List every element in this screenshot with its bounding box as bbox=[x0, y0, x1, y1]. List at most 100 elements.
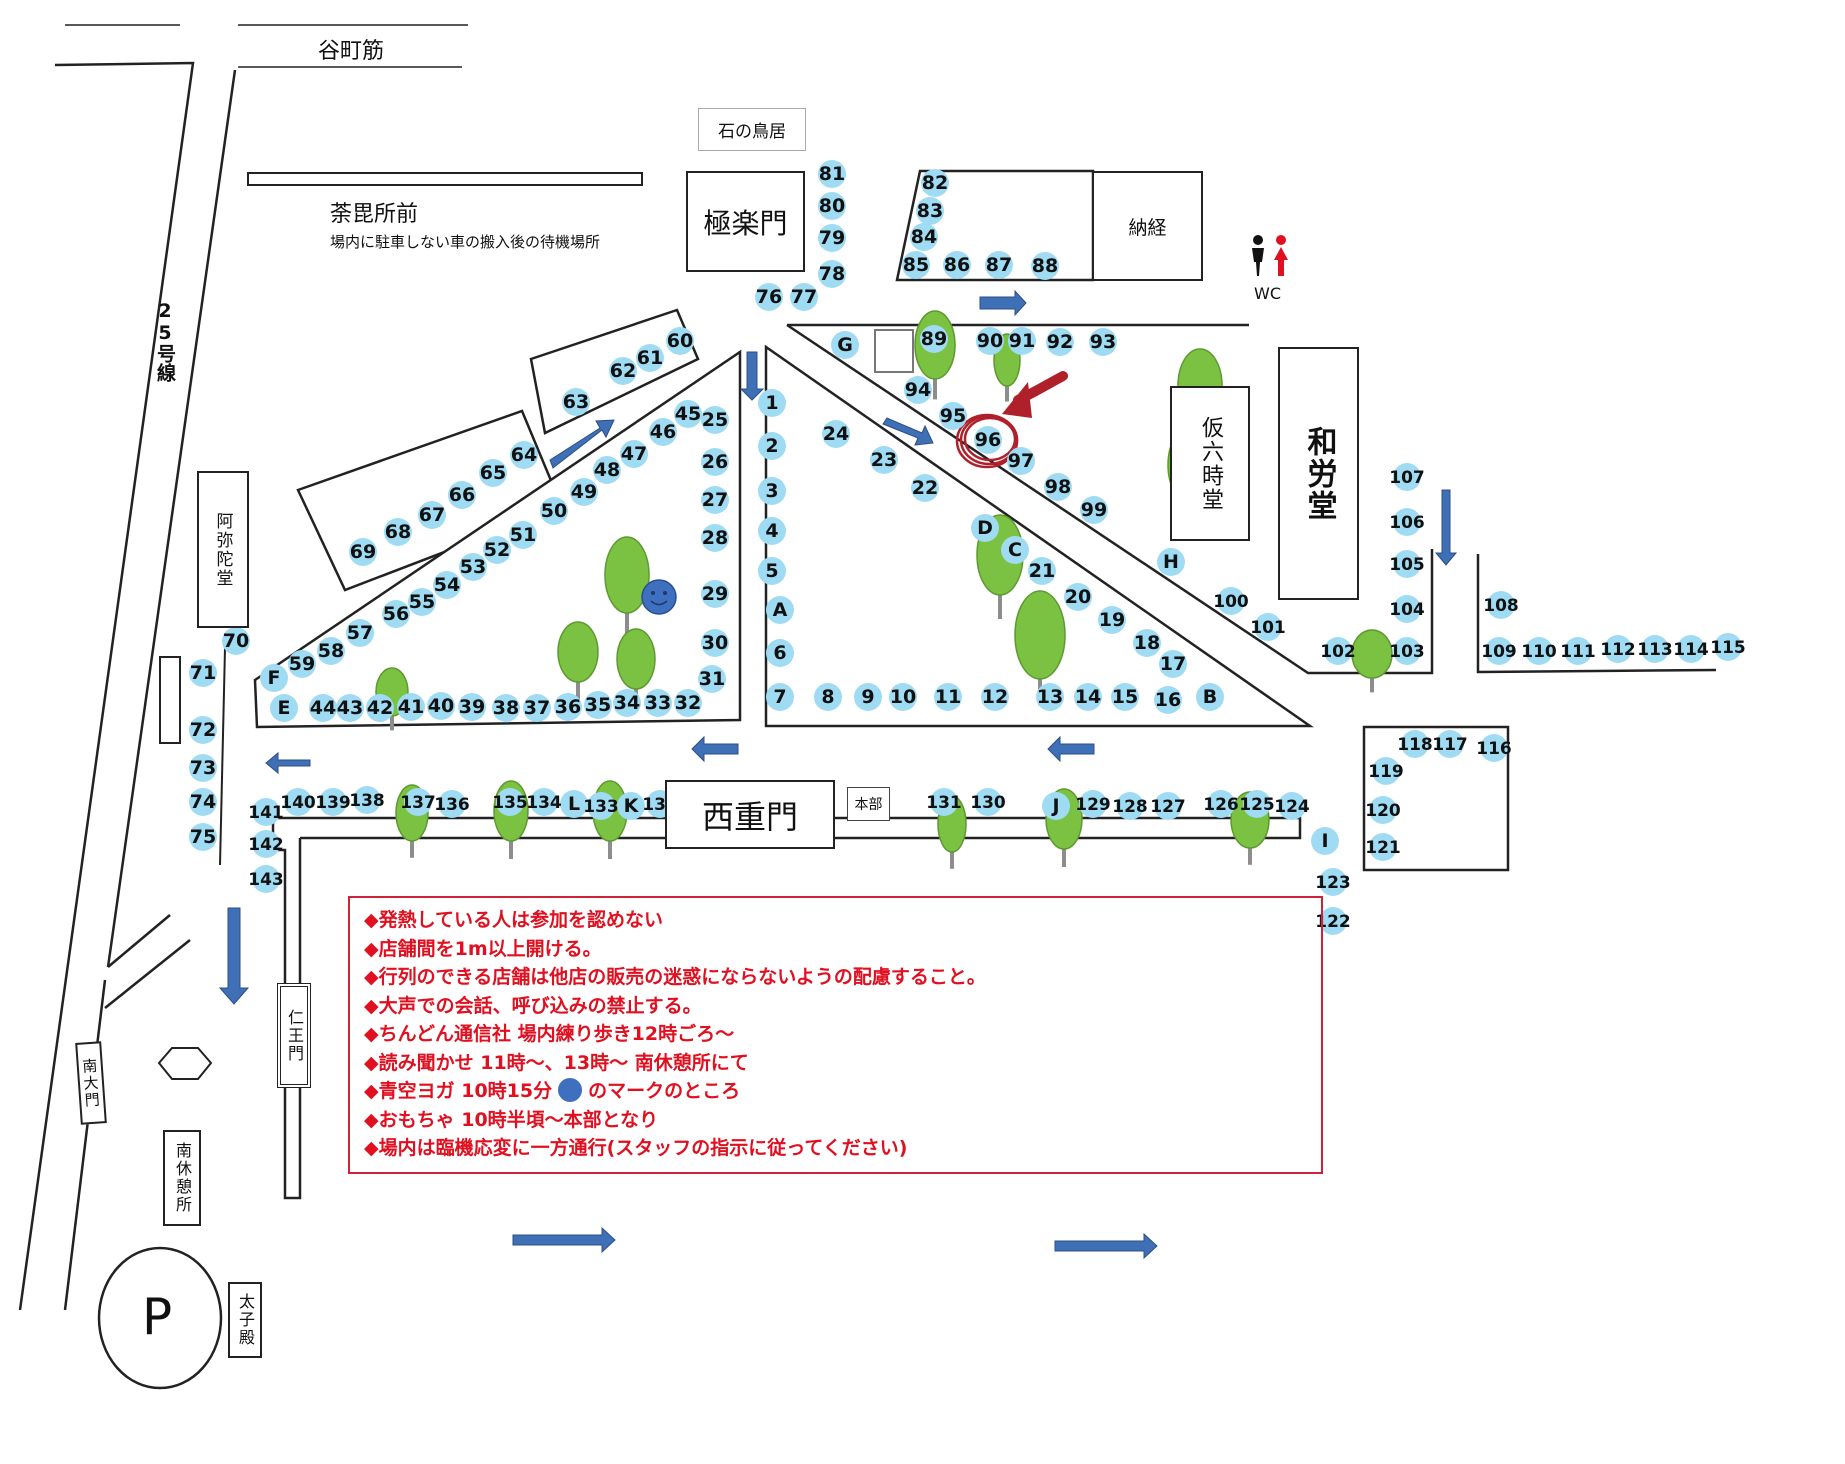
stall-27: 27 bbox=[701, 486, 729, 514]
waroudo-label: 和労堂 bbox=[1301, 425, 1337, 522]
stall-number: 22 bbox=[912, 477, 938, 499]
stall-circle bbox=[317, 637, 345, 665]
stall-5: 5 bbox=[758, 557, 786, 585]
stall-circle bbox=[1393, 550, 1421, 578]
stall-number: A bbox=[773, 599, 788, 621]
stall-137: 137 bbox=[400, 788, 436, 816]
stall-number: 64 bbox=[511, 444, 537, 466]
notice-box: ◆発熱している人は参加を認めない ◆店舗間を1m以上開ける。 ◆行列のできる店舗… bbox=[348, 896, 1323, 1174]
stall-number: 89 bbox=[921, 328, 947, 350]
stall-number: D bbox=[977, 517, 993, 539]
stall-circle bbox=[492, 694, 520, 722]
stall-circle bbox=[459, 553, 487, 581]
stall-107: 107 bbox=[1389, 463, 1425, 491]
stall-59: 59 bbox=[288, 650, 316, 678]
stall-number: 109 bbox=[1481, 642, 1517, 662]
stall-number: 110 bbox=[1521, 642, 1557, 662]
stall-circle bbox=[790, 283, 818, 311]
stall-number: 106 bbox=[1389, 513, 1425, 533]
stall-circle bbox=[766, 596, 794, 624]
dabisho-bar bbox=[247, 172, 643, 186]
stall-1: 1 bbox=[758, 389, 786, 417]
stall-circle bbox=[701, 580, 729, 608]
stall-12: 12 bbox=[981, 683, 1009, 711]
stall-circle bbox=[1319, 907, 1347, 935]
stall-number: 142 bbox=[248, 835, 284, 855]
stall-44: 44 bbox=[309, 694, 337, 722]
stall-circle bbox=[910, 223, 938, 251]
stall-circle bbox=[644, 689, 672, 717]
nokyo-box: 納経 bbox=[1092, 171, 1203, 281]
stall-number: 62 bbox=[610, 360, 636, 382]
stall-65: 65 bbox=[479, 459, 507, 487]
taishiden-label: 太子殿 bbox=[236, 1293, 255, 1347]
stall-60: 60 bbox=[666, 327, 694, 355]
stall-number: 143 bbox=[248, 870, 284, 890]
parking-label: P bbox=[142, 1288, 173, 1346]
stall-number: 76 bbox=[756, 286, 782, 308]
stall-circle bbox=[584, 691, 612, 719]
stall-number: 69 bbox=[350, 541, 376, 563]
stall-circle bbox=[701, 448, 729, 476]
notice-yoga-text: ◆青空ヨガ 10時15分 bbox=[364, 1080, 553, 1102]
stall-circle bbox=[1243, 790, 1271, 818]
stall-20: 20 bbox=[1064, 583, 1092, 611]
stall-number: 21 bbox=[1029, 560, 1055, 582]
stall-number: 95 bbox=[940, 405, 966, 427]
stall-circle bbox=[1133, 629, 1161, 657]
tanimachi-label: 谷町筋 bbox=[318, 39, 385, 64]
stall-E: E bbox=[270, 694, 298, 722]
stall-number: 33 bbox=[645, 692, 671, 714]
stall-number: 23 bbox=[871, 449, 897, 471]
stall-96: 96 bbox=[974, 426, 1002, 454]
stall-108: 108 bbox=[1483, 591, 1519, 619]
stall-21: 21 bbox=[1028, 557, 1056, 585]
stall-circle bbox=[523, 694, 551, 722]
stall-number: H bbox=[1163, 551, 1179, 573]
stall-139: 139 bbox=[315, 788, 351, 816]
stall-circle bbox=[418, 501, 446, 529]
stall-83: 83 bbox=[916, 197, 944, 225]
amidado-label: 阿弥陀堂 bbox=[212, 511, 233, 588]
stall-circle bbox=[560, 790, 588, 818]
route25-label: 25号線 bbox=[154, 300, 176, 382]
stall-number: 135 bbox=[492, 793, 528, 813]
stall-87: 87 bbox=[985, 251, 1013, 279]
stall-circle bbox=[1031, 252, 1059, 280]
stall-number: 81 bbox=[819, 163, 845, 185]
stall-circle bbox=[1154, 686, 1182, 714]
stall-circle bbox=[1319, 868, 1347, 896]
notice-line: ◆場内は臨機応変に一方通行(スタッフの指示に従ってください) bbox=[364, 1137, 908, 1159]
stall-circle bbox=[939, 402, 967, 430]
stall-circle bbox=[971, 514, 999, 542]
stall-H: H bbox=[1157, 548, 1185, 576]
stall-circle bbox=[974, 788, 1002, 816]
stall-number: 87 bbox=[986, 254, 1012, 276]
stall-32: 32 bbox=[674, 689, 702, 717]
stall-circle bbox=[985, 251, 1013, 279]
stall-136: 136 bbox=[434, 790, 470, 818]
stall-number: 47 bbox=[621, 443, 647, 465]
notice-yoga-text-2: のマークのところ bbox=[588, 1080, 741, 1102]
stall-circle bbox=[818, 192, 846, 220]
stall-circle bbox=[974, 426, 1002, 454]
stall-circle bbox=[1714, 633, 1742, 661]
stall-circle bbox=[1369, 796, 1397, 824]
stall-138: 138 bbox=[349, 786, 385, 814]
stall-125: 125 bbox=[1239, 790, 1275, 818]
stall-105: 105 bbox=[1389, 550, 1425, 578]
stall-circle bbox=[976, 327, 1004, 355]
ishi-torii-box: 石の鳥居 bbox=[698, 108, 806, 151]
stall-66: 66 bbox=[448, 481, 476, 509]
arrow-right-icon bbox=[1054, 1232, 1158, 1260]
stall-J: J bbox=[1042, 792, 1070, 820]
stall-circle bbox=[1042, 792, 1070, 820]
stall-3: 3 bbox=[758, 477, 786, 505]
stall-circle bbox=[818, 260, 846, 288]
stall-circle bbox=[483, 536, 511, 564]
tree-icon bbox=[1014, 590, 1066, 706]
stall-circle bbox=[353, 786, 381, 814]
stall-number: 85 bbox=[903, 254, 929, 276]
stall-circle bbox=[916, 197, 944, 225]
stall-number: 27 bbox=[702, 489, 728, 511]
